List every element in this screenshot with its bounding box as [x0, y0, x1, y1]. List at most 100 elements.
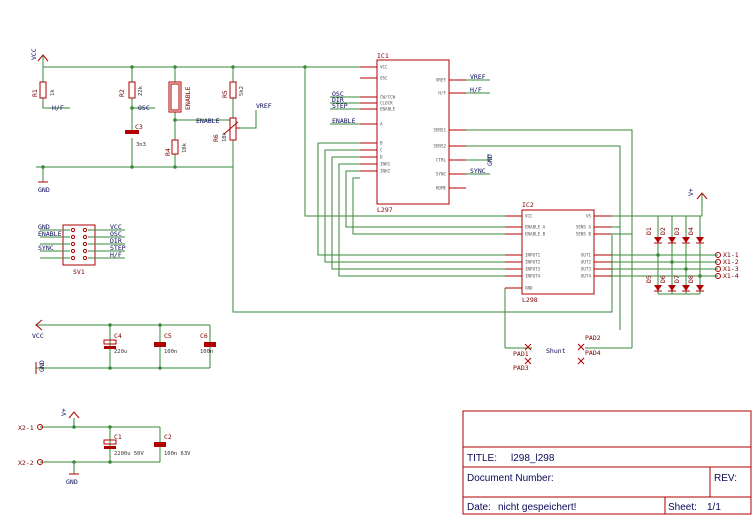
svg-text:L297: L297	[377, 206, 393, 214]
vplus-symbol-2: V+	[60, 408, 80, 419]
title-label: TITLE:	[467, 453, 497, 464]
diode-symbol	[682, 237, 690, 243]
ic1-ic2-bus	[317, 129, 633, 348]
header-pin	[70, 255, 76, 261]
svg-text:VCC: VCC	[32, 332, 44, 340]
ic2-pin-label: GND	[525, 286, 533, 291]
svg-text:100n: 100n	[164, 349, 177, 355]
capacitor-c6: C6 100n	[200, 332, 216, 355]
svg-text:IC2: IC2	[522, 201, 534, 209]
net-sync-ic1: SYNC	[470, 167, 486, 175]
ic2-pin-label: OUT4	[581, 274, 592, 279]
svg-text:R4: R4	[164, 148, 172, 156]
svg-text:V+: V+	[687, 188, 695, 196]
diode-label: D7	[673, 275, 681, 283]
diode-symbol	[654, 285, 662, 291]
header-left-label: ENABLE	[38, 230, 62, 238]
header-left-label: SYNC	[38, 244, 54, 252]
diode-symbol	[696, 285, 704, 291]
ic1-pin-label: INH1	[380, 162, 391, 167]
ic1-pin-label: A	[380, 122, 383, 127]
svg-text:C5: C5	[164, 332, 172, 340]
ic2-pin-label: OUT1	[581, 253, 592, 258]
ic1-pin-label: SENS2	[433, 144, 446, 149]
header-sv1: SV1	[62, 224, 96, 276]
sheet-label: Sheet:	[668, 502, 697, 513]
power-input-wires	[40, 418, 161, 474]
header-pin	[82, 234, 88, 240]
ic1-pin-label: ENABLE	[380, 107, 396, 112]
date-value: nicht gespeichert!	[498, 502, 576, 513]
header-right-label: DIR	[110, 237, 122, 245]
ic2-pin-label: SENS A	[576, 225, 592, 230]
header-pin	[82, 227, 88, 233]
gnd-symbol-1: GND	[38, 181, 50, 194]
header-pin	[70, 227, 76, 233]
svg-text:PAD2: PAD2	[585, 334, 601, 342]
terminal-label: X1-2	[723, 258, 739, 266]
ic2-l298: IC2 L298	[521, 201, 595, 304]
svg-text:5k2: 5k2	[239, 86, 245, 96]
date-label: Date:	[467, 502, 491, 513]
diode-symbol	[682, 285, 690, 291]
header-pin	[70, 234, 76, 240]
svg-text:2200u 50V: 2200u 50V	[114, 451, 144, 457]
terminal-pad	[715, 259, 721, 265]
header-right-label: STEP	[110, 244, 126, 252]
vcc-symbol-2: VCC	[32, 319, 44, 340]
svg-text:V+: V+	[60, 408, 68, 416]
terminal-label: X1-3	[723, 265, 739, 273]
svg-text:SV1: SV1	[73, 268, 85, 276]
vplus-symbol: V+	[687, 188, 708, 200]
diode-label: D6	[659, 275, 667, 283]
header-pin	[70, 248, 76, 254]
header-pin	[82, 248, 88, 254]
ic2-pin-label: SENS B	[576, 232, 592, 237]
svg-text:220u: 220u	[114, 349, 127, 355]
net-osc-ic1: OSC	[332, 90, 344, 98]
diode-junction	[684, 267, 688, 271]
vcc-supply-symbol: VCC	[30, 48, 49, 62]
capacitor-c2: C2 100n 63V	[154, 433, 191, 457]
ic1-pin-label: VCC	[380, 65, 388, 70]
svg-text:100n 63V: 100n 63V	[164, 451, 191, 457]
svg-text:22k: 22k	[138, 85, 144, 96]
capacitor-c1: C1 2200u 50V	[103, 433, 144, 457]
svg-text:X2-2: X2-2	[18, 459, 34, 467]
potentiometer-r6: R6 10k	[212, 117, 240, 142]
top-supply-wires	[36, 55, 613, 313]
ic1-pin-label: D	[380, 155, 383, 160]
net-hf-ic1: H/F	[470, 86, 482, 94]
title-value: l298_l298	[511, 453, 555, 464]
svg-text:PAD1: PAD1	[513, 350, 529, 358]
capacitor-c4: C4 220u	[103, 332, 127, 355]
ic1-pin-label: CTRL	[436, 158, 447, 163]
ic1-left-wires	[330, 96, 360, 125]
ic2-pin-label: ENABLE A	[525, 225, 546, 230]
svg-text:R1: R1	[31, 89, 39, 97]
diode-junction	[698, 274, 702, 278]
ic1-pin-label: C	[380, 148, 383, 153]
ic1-pin-label: INH2	[380, 169, 391, 174]
svg-text:C2: C2	[164, 433, 172, 441]
vplus-rail	[612, 193, 718, 295]
enable-jumper: ENABLE	[168, 81, 192, 113]
diode-label: D5	[645, 275, 653, 283]
svg-text:X2-1: X2-1	[18, 424, 34, 432]
ic1-pin-label: SENS1	[433, 128, 446, 133]
header-pin	[82, 241, 88, 247]
ic2-pin-label: OUT2	[581, 260, 592, 265]
terminal-pad	[715, 266, 721, 272]
svg-text:R6: R6	[212, 134, 220, 142]
ic1-pin-label: SYNC	[436, 172, 447, 177]
svg-text:10k: 10k	[182, 142, 188, 153]
diode-junction	[670, 260, 674, 264]
svg-text:PAD3: PAD3	[513, 364, 529, 372]
ic1-pin-label: VREF	[436, 78, 447, 83]
diode-symbol	[668, 237, 676, 243]
